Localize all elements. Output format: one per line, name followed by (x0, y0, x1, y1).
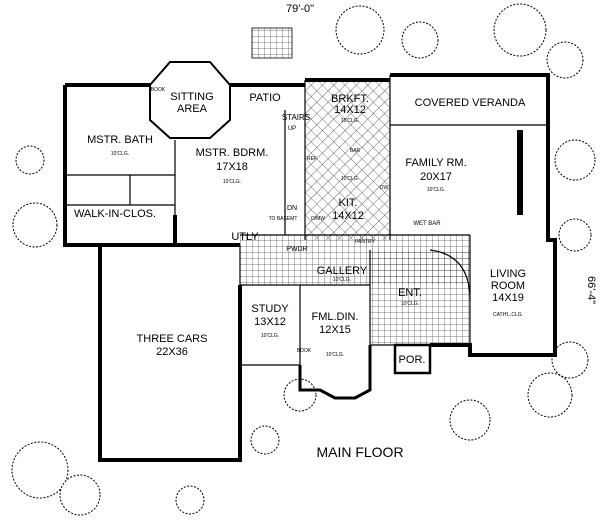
room-study: STUDY 13X12 10'CLG. (251, 303, 289, 339)
room-porch: POR. (399, 354, 426, 366)
room-breakfast: BRKFT. 14X12 10'CLG. (331, 93, 369, 124)
svg-text:14X12: 14X12 (334, 104, 366, 116)
landscaping (11, 3, 596, 516)
svg-text:SITTING: SITTING (170, 91, 213, 103)
room-sitting-area: SITTING AREA (170, 91, 213, 115)
room-kitchen: 10'CLG. KIT. 14X12 (332, 176, 364, 222)
room-master-bedroom: MSTR. BDRM. 17X18 10'CLG. (196, 147, 269, 185)
svg-text:10'CLG.: 10'CLG. (223, 179, 241, 185)
room-covered-veranda: COVERED VERANDA (415, 97, 526, 109)
svg-text:STUDY: STUDY (251, 303, 289, 315)
svg-text:MSTR. BDRM.: MSTR. BDRM. (196, 147, 269, 159)
room-formal-dining: FML.DIN. 12X15 10'CLG. (311, 311, 358, 358)
room-garage: THREE CARS 22X36 (137, 333, 208, 358)
room-master-bath: MSTR. BATH 10'CLG. (87, 134, 153, 157)
svg-text:13X12: 13X12 (254, 316, 286, 328)
svg-text:STAIRS: STAIRS (282, 113, 310, 122)
svg-text:12X15: 12X15 (319, 324, 351, 336)
room-living: LIVING ROOM 14X19 CATH'L.CLG. (490, 268, 526, 318)
room-utility: UTLY (231, 231, 259, 243)
svg-text:10'CLG.: 10'CLG. (427, 187, 445, 193)
svg-text:BRKFT.: BRKFT. (331, 93, 369, 105)
svg-text:AREA: AREA (177, 103, 208, 115)
width-dimension: 79'-0" (286, 3, 314, 15)
svg-text:THREE CARS: THREE CARS (137, 333, 208, 345)
room-patio: PATIO (249, 92, 281, 104)
svg-text:BOOK: BOOK (297, 348, 312, 354)
room-family: FAMILY RM. 20X17 10'CLG. (405, 157, 466, 193)
svg-text:ROOM: ROOM (491, 280, 525, 292)
svg-text:TO BASEMT: TO BASEMT (269, 216, 298, 222)
svg-text:REF: REF (307, 156, 317, 162)
svg-text:10'CLG.: 10'CLG. (111, 151, 129, 157)
svg-text:10'CLG.: 10'CLG. (261, 333, 279, 339)
svg-text:22X36: 22X36 (156, 346, 188, 358)
breakfast-kitchen-floor (305, 82, 390, 240)
svg-text:BAR: BAR (350, 148, 361, 154)
svg-text:ENT.: ENT. (398, 287, 422, 299)
svg-text:17X18: 17X18 (216, 161, 248, 173)
depth-dimension: 66'-4" (585, 276, 597, 304)
svg-text:10'CLG.: 10'CLG. (341, 118, 359, 124)
svg-text:KIT.: KIT. (339, 197, 358, 209)
svg-text:10'CLG.: 10'CLG. (401, 301, 419, 307)
svg-text:CATH'L.CLG.: CATH'L.CLG. (493, 312, 523, 318)
room-entry: ENT. 10'CLG. (398, 287, 422, 307)
svg-text:BOOK: BOOK (151, 87, 166, 93)
svg-text:MSTR. BATH: MSTR. BATH (87, 134, 153, 146)
plan-title: MAIN FLOOR (316, 444, 403, 460)
svg-text:10'CLG.: 10'CLG. (326, 352, 344, 358)
svg-text:10'CLG.: 10'CLG. (333, 277, 351, 283)
svg-text:10'CLG.: 10'CLG. (341, 176, 359, 182)
walls (63, 61, 557, 462)
svg-text:WET BAR: WET BAR (413, 221, 441, 227)
svg-text:LIVING: LIVING (490, 268, 526, 280)
svg-text:PANTRY: PANTRY (355, 239, 375, 245)
plan-notes: STAIRS UP DN TO BASEMT BOOK BOOK BAR DW … (151, 87, 442, 354)
room-gallery: GALLERY 10'CLG. (317, 265, 368, 283)
svg-text:UP: UP (288, 126, 296, 132)
entry-floor (370, 250, 470, 345)
room-walk-in-closet: WALK-IN-CLOS. (74, 208, 156, 220)
svg-text:GALLERY: GALLERY (317, 265, 368, 277)
svg-text:DW: DW (380, 185, 389, 191)
svg-text:O/MW: O/MW (311, 216, 325, 222)
svg-text:20X17: 20X17 (420, 171, 452, 183)
svg-text:14X12: 14X12 (332, 210, 364, 222)
svg-text:14X19: 14X19 (492, 292, 524, 304)
svg-text:PWDR: PWDR (286, 246, 307, 253)
svg-text:FAMILY RM.: FAMILY RM. (405, 157, 466, 169)
svg-text:DN: DN (287, 205, 297, 212)
svg-text:FML.DIN.: FML.DIN. (311, 311, 358, 323)
